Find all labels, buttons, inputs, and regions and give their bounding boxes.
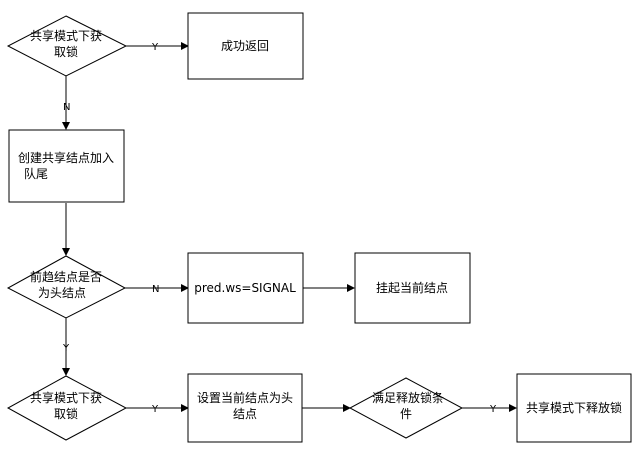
decision-label: 件 <box>400 407 412 421</box>
decision-label: 共享模式下获 <box>30 28 102 43</box>
box-success-return: 成功返回 <box>187 12 304 80</box>
box-park-current-node: 挂起当前结点 <box>354 252 471 324</box>
edge-label-n: N <box>63 102 70 113</box>
box-pred-ws-signal: pred.ws=SIGNAL <box>187 252 304 324</box>
edge-label-n: N <box>152 284 159 295</box>
decision-pred-is-head: 前趋结点是否 为头结点 <box>6 255 127 319</box>
decision-acquire-lock: 共享模式下获 取锁 <box>6 15 128 77</box>
edge-label-y: Y <box>151 42 159 53</box>
box-set-head-node: 设置当前结点为头 结点 <box>187 373 303 443</box>
decision-label: 取锁 <box>54 44 78 59</box>
edge-label-y: Y <box>489 404 497 415</box>
edge-label-y: Y <box>62 343 70 354</box>
decision-label: 为头结点 <box>38 286 86 300</box>
decision-label: 满足释放锁条 <box>372 390 444 405</box>
box-label: 挂起当前结点 <box>376 280 448 295</box>
decision-label: 前趋结点是否 <box>30 269 102 284</box>
box-label: 设置当前结点为头 <box>197 390 293 405</box>
decision-label: 共享模式下获 <box>30 390 102 405</box>
decision-release-condition: 满足释放锁条 件 <box>348 377 464 439</box>
box-create-shared-node: 创建共享结点加入 队尾 <box>8 129 125 203</box>
box-label: 共享模式下释放锁 <box>526 400 622 415</box>
box-label: 结点 <box>233 407 257 421</box>
edge-label-y: Y <box>151 404 159 415</box>
box-label: 队尾 <box>24 166 48 181</box>
box-release-shared-lock: 共享模式下释放锁 <box>516 373 632 443</box>
box-label: 创建共享结点加入 <box>18 150 114 165</box>
decision-label: 取锁 <box>54 406 78 421</box>
box-label: pred.ws=SIGNAL <box>194 281 296 295</box>
box-label: 成功返回 <box>221 39 269 53</box>
decision-acquire-lock-retry: 共享模式下获 取锁 <box>6 375 128 441</box>
